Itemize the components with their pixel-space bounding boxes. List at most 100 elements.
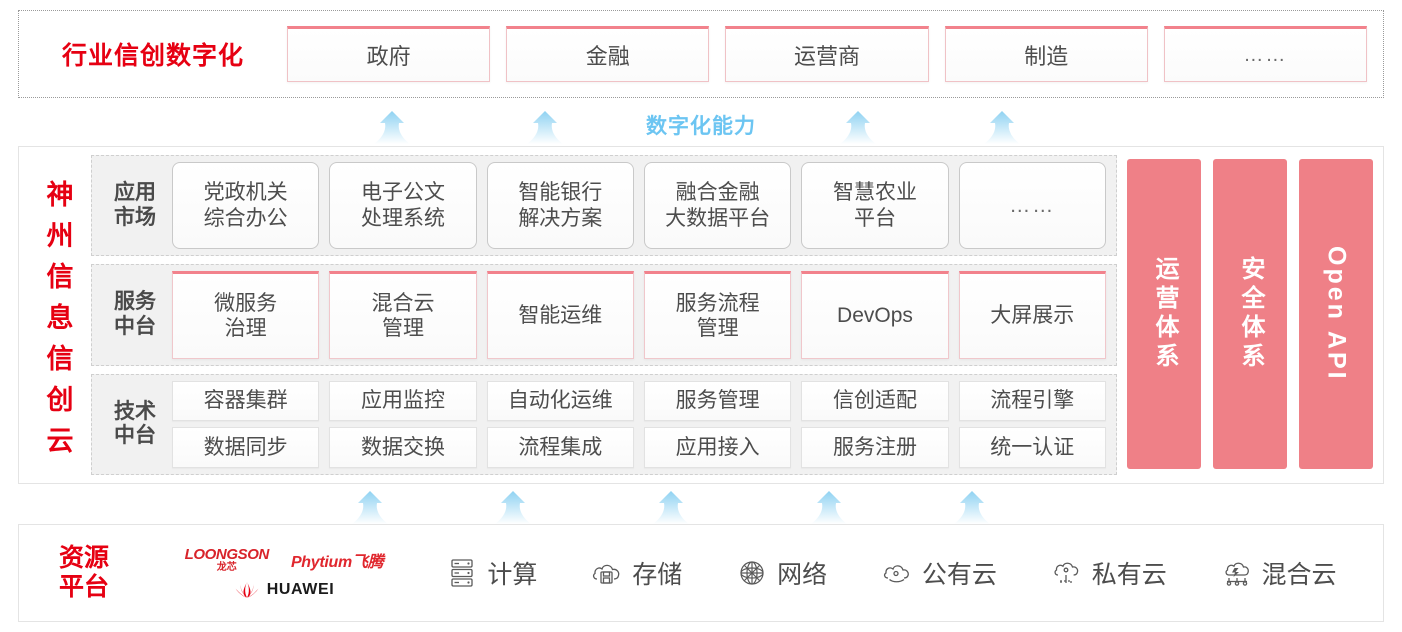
up-arrow-icon: [980, 110, 1024, 146]
row-app-market: 应用 市场 党政机关 综合办公 电子公文 处理系统: [91, 155, 1117, 257]
resource-item-label: 公有云: [921, 561, 997, 589]
tech-cell-container-cluster[interactable]: 容器集群: [172, 380, 320, 422]
network-icon: [735, 556, 769, 590]
up-arrow-icon: [950, 490, 994, 526]
tech-cell-process-integration[interactable]: 流程集成: [486, 427, 634, 468]
cloud-title-char: 信: [46, 261, 74, 292]
resource-item-private-cloud[interactable]: 私有云: [1050, 555, 1167, 591]
industry-band-title: 行业信创数字化: [61, 42, 244, 70]
row-label-app-market: 应用 市场: [114, 180, 156, 229]
resource-item-label: 计算: [487, 561, 538, 589]
side-panel-label: 安全体系: [1237, 256, 1264, 372]
tech-cell-data-exchange[interactable]: 数据交换: [329, 427, 477, 468]
capability-label: 数字化能力: [646, 115, 756, 138]
phytium-logo: Phytium飞腾: [290, 554, 384, 571]
app-cell-smart-bank[interactable]: 智能银行 解决方案: [486, 162, 634, 250]
app-cell-e-document[interactable]: 电子公文 处理系统: [329, 162, 477, 250]
tech-cell-service-management[interactable]: 服务管理: [643, 380, 792, 422]
row-label-tech-midplatform: 技术 中台: [114, 399, 156, 448]
industry-box-telecom[interactable]: 运营商: [725, 26, 929, 82]
tech-cell-process-engine[interactable]: 流程引擎: [958, 380, 1106, 422]
service-midplatform-cells: 微服务 治理 混合云 管理 智能运维 服务流程: [172, 271, 1106, 359]
cloud-platform-body: 应用 市场 党政机关 综合办公 电子公文 处理系统: [91, 155, 1373, 475]
up-arrow-icon: [836, 110, 880, 146]
side-panel-security-system[interactable]: 安全体系: [1213, 159, 1287, 469]
public-cloud-icon: [880, 556, 914, 590]
resource-arrow-strip: [18, 484, 1384, 526]
cloud-storage-icon: [590, 556, 624, 590]
resource-platform-title: 资源 平台: [58, 543, 109, 602]
resource-platform-panel: 资源 平台 LOONGSON 龙芯 Phytium飞腾: [18, 524, 1384, 622]
vendor-logo-line-1: LOONGSON 龙芯 Phytium飞腾: [185, 547, 384, 573]
svc-cell-devops[interactable]: DevOps: [801, 271, 949, 359]
tech-cell-xinchuang-adaptation[interactable]: 信创适配: [801, 380, 949, 422]
resource-item-label: 存储: [632, 561, 683, 589]
hybrid-cloud-icon: [1220, 556, 1254, 590]
app-market-cells: 党政机关 综合办公 电子公文 处理系统 智能银行 解决方案: [172, 162, 1106, 250]
resource-item-network[interactable]: 网络: [735, 555, 827, 591]
svc-cell-service-process-management[interactable]: 服务流程 管理: [643, 271, 792, 359]
resource-item-public-cloud[interactable]: 公有云: [880, 555, 997, 591]
cloud-platform-title: 神 州 信 息 信 创 云: [29, 155, 91, 475]
app-cell-smart-agriculture[interactable]: 智慧农业 平台: [801, 162, 949, 250]
cloud-title-char: 云: [46, 425, 74, 456]
resource-item-hybrid-cloud[interactable]: 混合云: [1220, 555, 1337, 591]
vendor-logo-line-2: HUAWEI: [234, 581, 335, 599]
tech-cell-app-access[interactable]: 应用接入: [643, 427, 792, 468]
cloud-platform-panel: 神 州 信 息 信 创 云 应用 市场 党政机关 综合办公: [18, 146, 1384, 484]
svc-cell-microservice-governance[interactable]: 微服务 治理: [172, 271, 320, 359]
cloud-row-list: 应用 市场 党政机关 综合办公 电子公文 处理系统: [91, 155, 1117, 475]
tech-cell-line-2: 数据同步 数据交换 流程集成 应用接入 服务注册 统一认证: [172, 427, 1106, 468]
tech-cell-app-monitoring[interactable]: 应用监控: [329, 380, 477, 422]
side-panel-open-api[interactable]: Open API: [1299, 159, 1373, 469]
up-arrow-icon: [807, 490, 851, 526]
resource-item-storage[interactable]: 存储: [590, 555, 682, 591]
svc-cell-big-screen-display[interactable]: 大屏展示: [958, 271, 1106, 359]
resource-item-compute[interactable]: 计算: [445, 555, 537, 591]
cloud-title-char: 息: [46, 302, 74, 333]
private-cloud-icon: [1050, 556, 1084, 590]
resource-item-label: 混合云: [1261, 561, 1337, 589]
cloud-title-char: 创: [46, 384, 74, 415]
cloud-title-char: 信: [46, 343, 74, 374]
industry-box-more[interactable]: ……: [1163, 26, 1368, 82]
side-panel-list: 运营体系 安全体系 Open API: [1127, 155, 1373, 475]
loongson-logo: LOONGSON 龙芯: [184, 546, 270, 573]
up-arrow-icon: [491, 490, 535, 526]
tech-cell-service-registry[interactable]: 服务注册: [801, 427, 949, 468]
vendor-logo-list: LOONGSON 龙芯 Phytium飞腾: [149, 547, 419, 599]
tech-midplatform-cells: 容器集群 应用监控 自动化运维 服务管理 信创适配 流程引擎 数据同步 数据交换…: [172, 380, 1106, 468]
app-cell-gov-office[interactable]: 党政机关 综合办公: [172, 162, 320, 250]
resource-item-label: 网络: [777, 561, 828, 589]
side-panel-label: 运营体系: [1151, 256, 1178, 372]
svc-cell-hybrid-cloud-management[interactable]: 混合云 管理: [329, 271, 477, 359]
resource-item-label: 私有云: [1091, 561, 1167, 589]
tech-cell-unified-auth[interactable]: 统一认证: [958, 427, 1106, 468]
huawei-flower-icon: [234, 581, 260, 599]
svc-cell-intelligent-ops[interactable]: 智能运维: [486, 271, 634, 359]
up-arrow-icon: [649, 490, 693, 526]
tech-cell-data-sync[interactable]: 数据同步: [172, 427, 320, 468]
side-panel-operations-system[interactable]: 运营体系: [1127, 159, 1201, 469]
cloud-title-char: 州: [46, 220, 74, 251]
industry-box-list: 政府 金融 运营商 制造 ……: [287, 26, 1383, 82]
row-label-service-midplatform: 服务 中台: [114, 290, 156, 338]
industry-box-manufacturing[interactable]: 制造: [944, 26, 1148, 82]
cloud-title-char: 神: [46, 179, 74, 210]
industry-band: 行业信创数字化 政府 金融 运营商 制造 ……: [18, 10, 1384, 98]
row-tech-midplatform: 技术 中台 容器集群 应用监控 自动化运维 服务管理 信创适配 流程引擎 数据同…: [91, 373, 1117, 475]
industry-box-finance[interactable]: 金融: [506, 26, 710, 82]
tech-cell-line-1: 容器集群 应用监控 自动化运维 服务管理 信创适配 流程引擎: [172, 380, 1106, 422]
industry-box-government[interactable]: 政府: [287, 26, 491, 82]
app-cell-more[interactable]: ……: [958, 162, 1106, 250]
up-arrow-icon: [370, 110, 414, 146]
app-cell-finance-bigdata[interactable]: 融合金融 大数据平台: [643, 162, 792, 250]
row-service-midplatform: 服务 中台 微服务 治理 混合云 管理: [91, 264, 1117, 366]
tech-cell-automated-ops[interactable]: 自动化运维: [486, 380, 634, 422]
resource-item-list: 计算 存储: [419, 555, 1383, 591]
huawei-logo: HUAWEI: [234, 581, 335, 599]
up-arrow-icon: [523, 110, 567, 146]
up-arrow-icon: [348, 490, 392, 526]
server-icon: [445, 556, 479, 590]
side-panel-label: Open API: [1322, 246, 1351, 382]
